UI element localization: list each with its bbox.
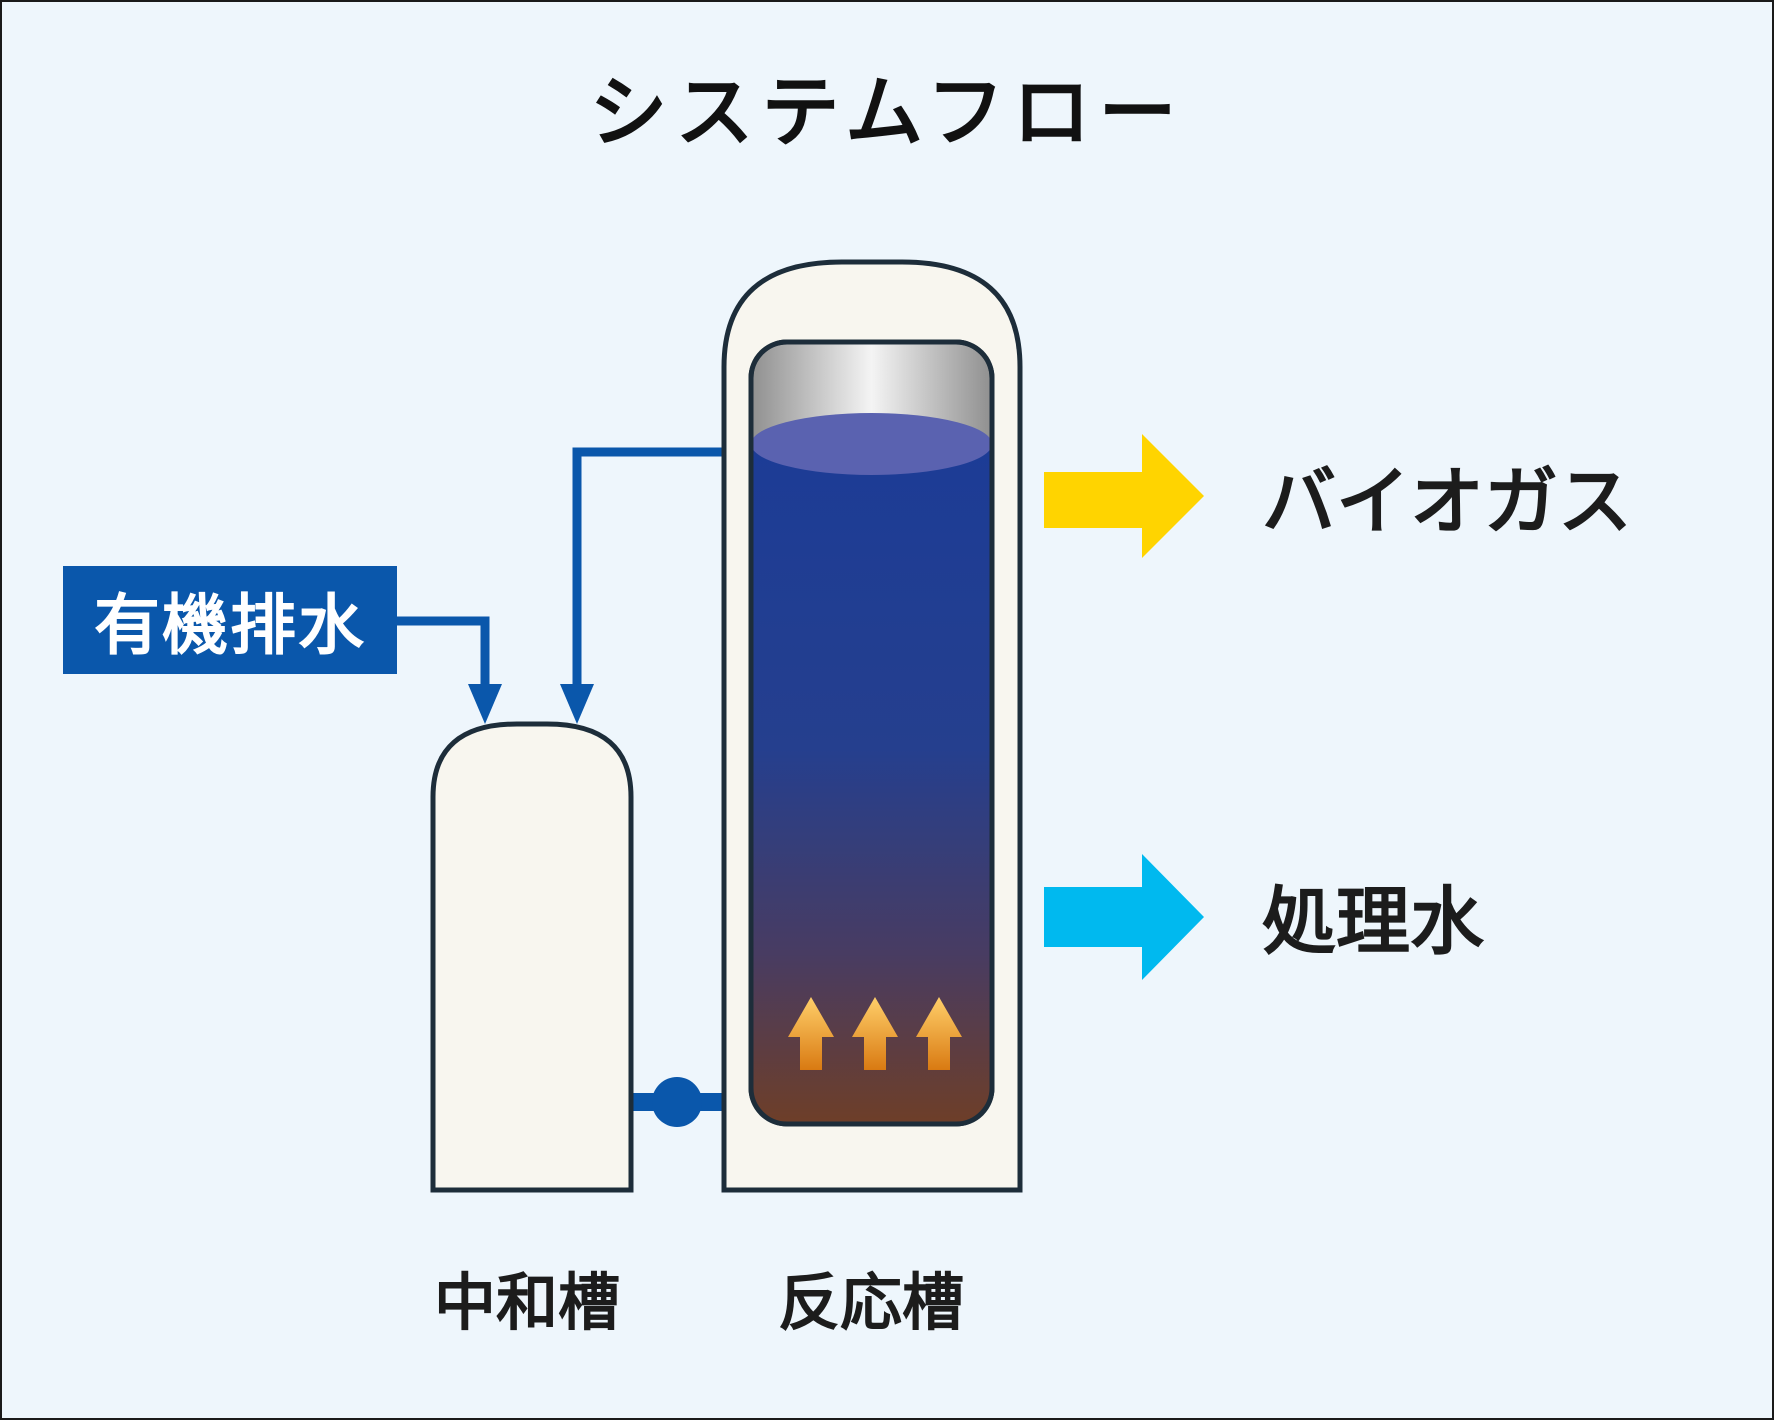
organic-wastewater-label: 有機排水 (63, 566, 397, 674)
rising-gas-arrows (788, 997, 962, 1070)
biogas-label: バイオガス (1262, 459, 1632, 545)
inflow-pipe (397, 616, 502, 724)
neutralization-tank-label: 中和槽 (434, 1266, 621, 1339)
diagram-title: システムフロー (589, 68, 1185, 158)
up-arrow-icon (916, 997, 962, 1070)
reaction-tank-label: 反応槽 (778, 1266, 965, 1339)
treated-water-label: 処理水 (1262, 879, 1484, 965)
liquid-surface (751, 413, 992, 475)
treated-water-arrow-icon (1044, 854, 1204, 980)
pump-icon (652, 1077, 702, 1127)
biogas-arrow-icon (1044, 434, 1204, 558)
up-arrow-icon (852, 997, 898, 1070)
neutralization-tank (430, 721, 634, 1193)
liquid-column (751, 442, 992, 1124)
pump-connection (630, 1077, 724, 1127)
up-arrow-icon (788, 997, 834, 1070)
recirculation-pipe (560, 447, 724, 724)
